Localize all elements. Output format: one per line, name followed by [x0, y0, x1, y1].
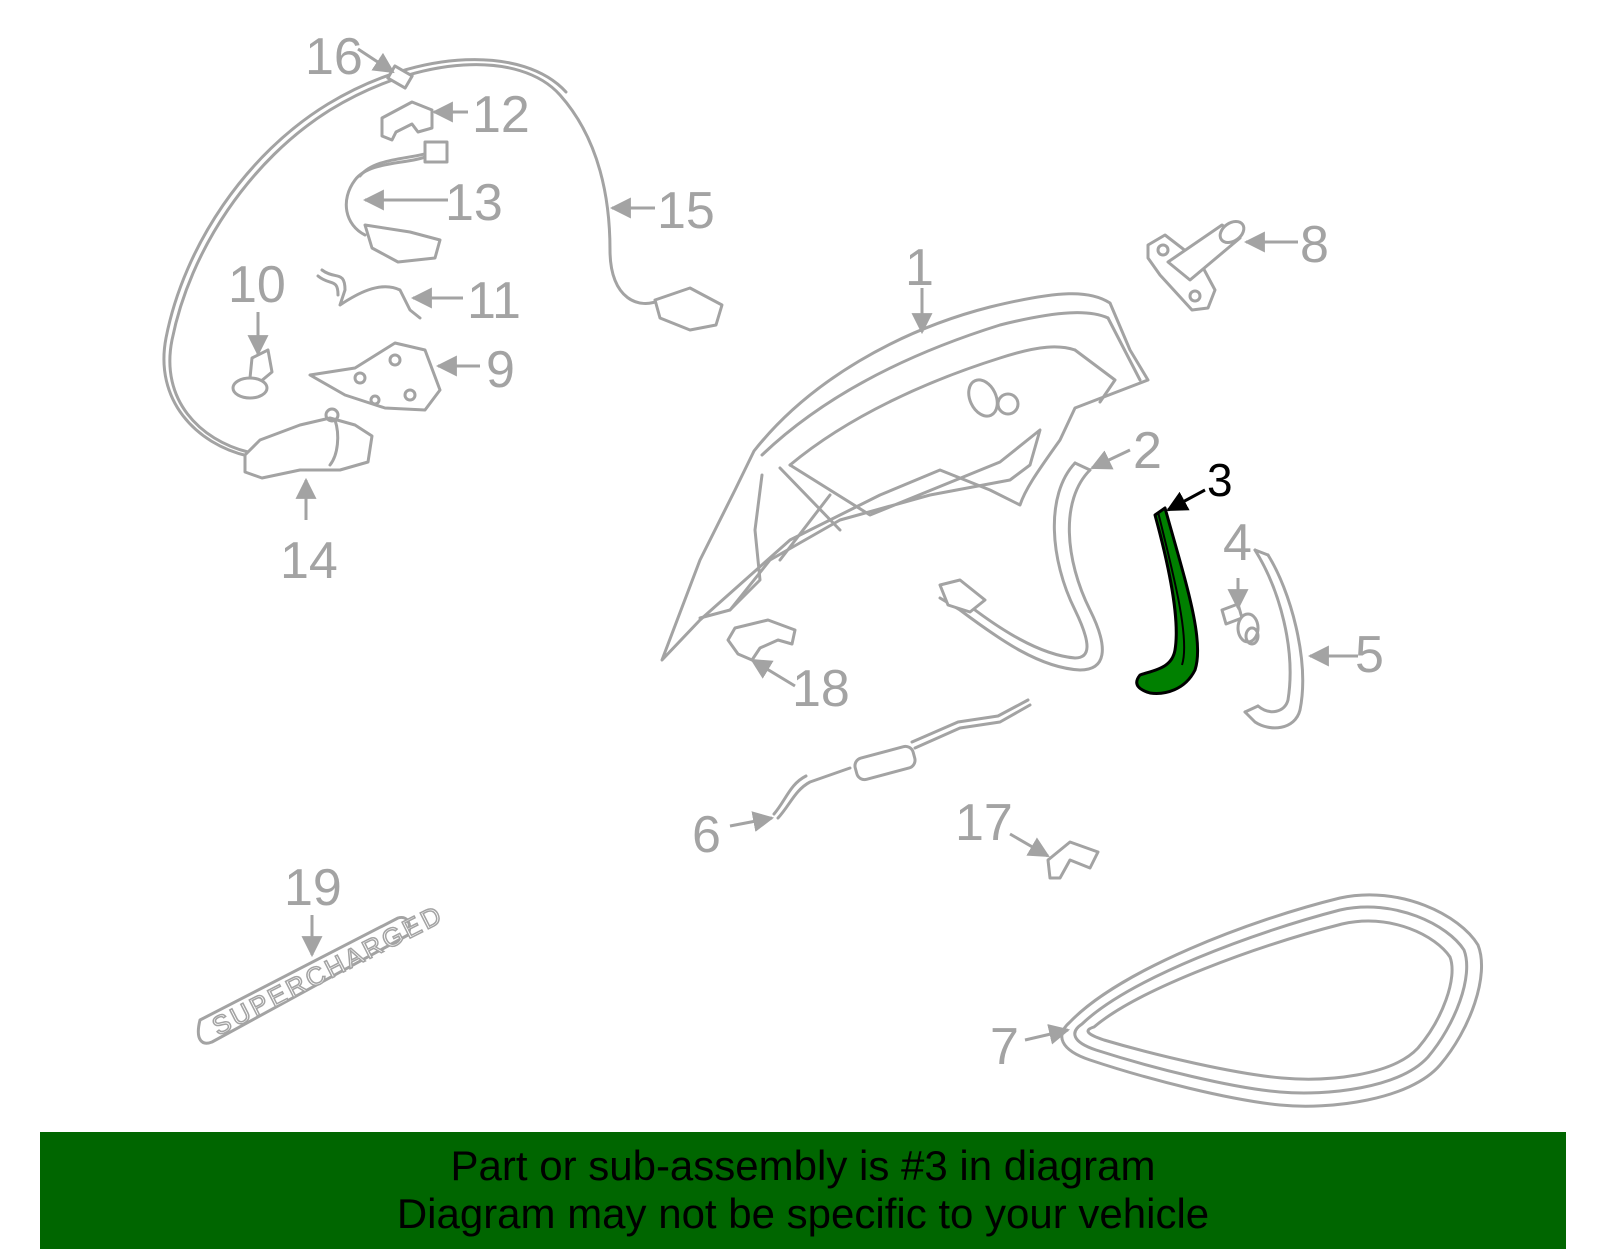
part-7-weatherstrip: [1060, 893, 1483, 1108]
part-19-emblem: SUPERCHARGED: [196, 898, 449, 1045]
part-10-bolt: [231, 348, 274, 400]
callout-8: 8: [1300, 216, 1329, 274]
callout-17: 17: [955, 794, 1013, 852]
callout-labels: 16 12 13 15 10 11 9 14 1 2 3 4 5 8 6 17 …: [228, 28, 1384, 1076]
callout-3: 3: [1207, 454, 1233, 506]
callout-19: 19: [284, 859, 342, 917]
footer-line-1: Part or sub-assembly is #3 in diagram: [450, 1142, 1156, 1189]
callout-13: 13: [445, 174, 503, 232]
callout-12: 12: [472, 86, 530, 144]
callout-15: 15: [657, 182, 715, 240]
part-15-release-cable: [162, 58, 724, 458]
callout-14: 14: [280, 532, 338, 590]
part-11-rod: [316, 268, 422, 320]
part-8-striker: [1146, 220, 1246, 312]
callout-9: 9: [486, 341, 515, 399]
part-12-clip: [380, 100, 434, 142]
part-13-switch: [344, 140, 449, 264]
callout-arrows: [247, 47, 1358, 1045]
footer-line-2: Diagram may not be specific to your vehi…: [396, 1190, 1210, 1237]
part-1-trunk-lid: [660, 292, 1150, 662]
callout-7: 7: [990, 1018, 1019, 1076]
part-9-hinge: [308, 341, 442, 412]
callout-1: 1: [905, 239, 934, 297]
part-4-bolt: [1220, 602, 1260, 646]
part-14-latch: [243, 407, 374, 480]
callout-5: 5: [1355, 626, 1384, 684]
part-18-bracket: [726, 618, 797, 662]
callout-10: 10: [228, 256, 286, 314]
callout-2: 2: [1133, 422, 1162, 480]
part-3-highlighted: [1135, 506, 1200, 695]
part-5-seal: [1243, 548, 1305, 730]
callout-16: 16: [305, 28, 363, 86]
callout-6: 6: [692, 806, 721, 864]
callout-11: 11: [467, 272, 521, 330]
part-2-seal: [938, 461, 1104, 672]
part-6-cable: [772, 698, 1032, 820]
footer-band: Part or sub-assembly is #3 in diagram Di…: [40, 1132, 1566, 1249]
part-17-clip: [1046, 840, 1100, 880]
emblem-text: SUPERCHARGED: [207, 899, 448, 1042]
callout-18: 18: [792, 660, 850, 718]
callout-4: 4: [1223, 514, 1252, 572]
